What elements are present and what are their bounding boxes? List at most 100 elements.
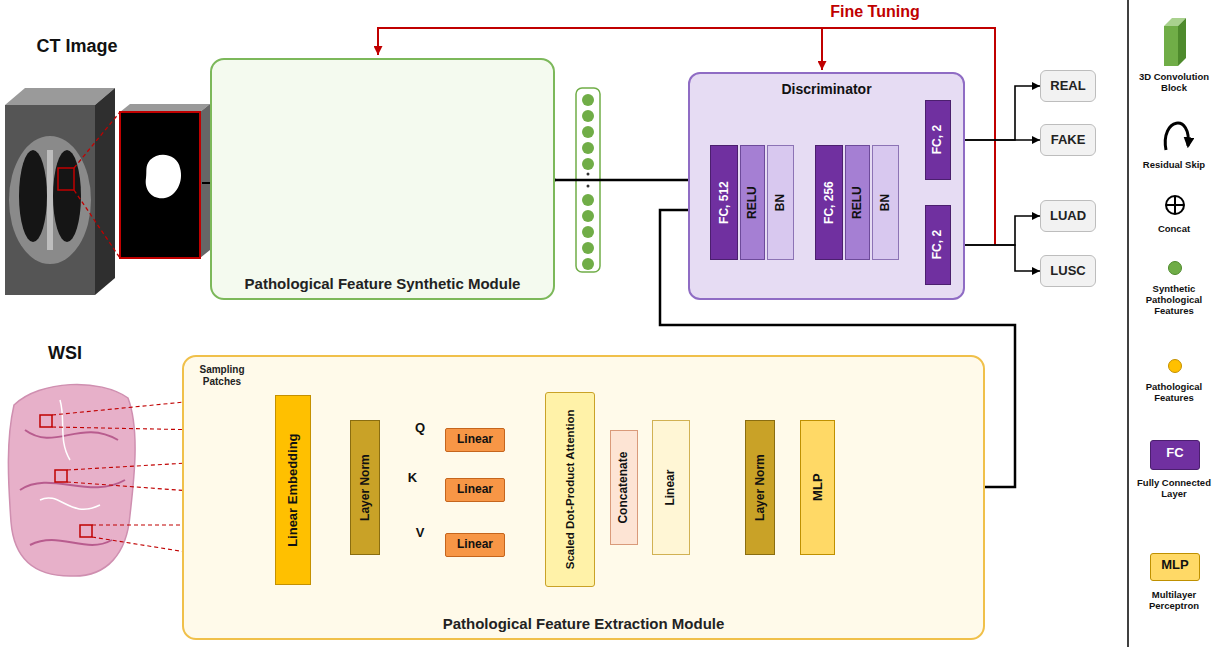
synthetic-feature-vector (582, 258, 594, 270)
image-title: CT Image (22, 36, 132, 57)
legend-conv-icon (1164, 18, 1186, 66)
legend-label: Multilayer Perceptron (1134, 590, 1214, 612)
annotation-label: Fine Tuning (815, 3, 935, 21)
ct-volume (47, 150, 53, 250)
module-title: Pathological Feature Extraction Module (435, 616, 733, 633)
fc-layer: FC, 2 (925, 100, 951, 180)
zoom-leader (74, 190, 120, 258)
node-label: FC, 2 (931, 125, 944, 154)
tumor-crop (120, 104, 210, 258)
node-label: Linear Embedding (286, 433, 300, 546)
synthetic-feature-vector (587, 173, 590, 176)
wsi-slide (40, 498, 100, 509)
node-label: Linear (457, 483, 493, 496)
edge-label: Q (410, 421, 430, 436)
node-label: Linear (664, 469, 677, 505)
wsi-slide (40, 415, 52, 427)
synthetic-feature-vector (587, 185, 590, 188)
ct-volume (95, 88, 115, 295)
norm-layer: Layer Norm (745, 420, 775, 555)
node-label: FC, 256 (822, 181, 835, 224)
output-box: LUAD (1040, 200, 1096, 232)
linear-layer: Linear (445, 428, 505, 452)
edge-label: Q (410, 421, 430, 436)
legend-label: Fully Connected Layer (1134, 478, 1214, 500)
annotation-label: Fine Tuning (815, 3, 935, 21)
node-label: FAKE (1051, 133, 1086, 147)
zoom-leader (74, 112, 120, 168)
legend-glyph: MLP (1150, 558, 1200, 573)
legend-glyph: MLP (1150, 558, 1200, 573)
wsi-slide (55, 470, 67, 482)
legend-divider (1127, 0, 1129, 647)
image-title: WSI (20, 343, 110, 364)
legend-entry: 3D Convolution Block (1134, 72, 1214, 94)
ct-volume (5, 88, 115, 295)
legend-entry: Fully Connected Layer (1134, 478, 1214, 500)
legend-conv-icon (1164, 26, 1178, 66)
ct-volume (58, 168, 74, 190)
tumor-crop (120, 104, 210, 112)
node-label: Linear (457, 538, 493, 551)
linear-layer: Linear (652, 420, 690, 555)
bn-layer: BN (872, 145, 899, 260)
legend-entry: Multilayer Perceptron (1134, 590, 1214, 612)
legend-label: Concat (1134, 224, 1214, 235)
legend-glyph: FC (1150, 446, 1200, 461)
legend-conv-icon (1178, 18, 1186, 66)
node-label: Linear (457, 433, 493, 446)
fc-layer: FC, 2 (925, 205, 951, 285)
tumor-crop (200, 104, 210, 258)
legend-entry: Pathological Features (1134, 382, 1214, 404)
ct-volume (9, 136, 91, 264)
relu-layer: RELU (740, 145, 765, 260)
module-box: Pathological Feature Synthetic Module (210, 58, 555, 300)
node-label: RELU (851, 186, 864, 219)
norm-layer: Layer Norm (350, 420, 380, 555)
bn-layer: BN (767, 145, 794, 260)
mlp-block: MLP (800, 420, 835, 555)
patch-caption: Sampling Patches (190, 364, 254, 387)
synthetic-feature-vector (582, 158, 594, 170)
legend-entry: Synthetic Pathological Features (1134, 284, 1214, 317)
node-label: Layer Norm (753, 454, 766, 521)
legend-swatch (1168, 359, 1182, 373)
output-box: REAL (1040, 70, 1096, 102)
output-box: FAKE (1040, 124, 1096, 156)
image-title: WSI (20, 343, 110, 364)
edge-label: V (410, 526, 430, 541)
edge-label: K (403, 471, 423, 486)
linear-layer: Linear (445, 478, 505, 502)
node-label: LUSC (1050, 264, 1085, 278)
node-label: Layer Norm (358, 454, 371, 521)
concat-layer: Concatenate (610, 430, 638, 545)
legend-label: Residual Skip (1134, 160, 1214, 171)
synthetic-feature-vector (582, 226, 594, 238)
synthetic-feature-vector (582, 242, 594, 254)
node-label: LUAD (1050, 209, 1086, 223)
node-label: BN (774, 194, 787, 211)
wsi-slide (8, 384, 135, 576)
node-label: Scaled Dot-Product Attention (564, 410, 577, 570)
synthetic-feature-vector (582, 110, 594, 122)
legend-label: Pathological Features (1134, 382, 1214, 404)
node-label: FC, 2 (931, 230, 944, 259)
tumor-crop (120, 112, 200, 258)
image-title: CT Image (22, 36, 132, 57)
synthetic-feature-vector (582, 94, 594, 106)
legend-entry: Concat (1134, 224, 1214, 235)
fc-layer: FC, 512 (710, 145, 738, 260)
legend-concat-icon (1166, 196, 1184, 214)
edge-label: K (403, 471, 423, 486)
edge-label: V (410, 526, 430, 541)
fine-tuning-line (821, 28, 823, 70)
legend-label: Synthetic Pathological Features (1134, 284, 1214, 317)
synthetic-feature-vector (582, 126, 594, 138)
legend-label: 3D Convolution Block (1134, 72, 1214, 94)
wsi-slide (30, 540, 112, 545)
legend-swatch (1168, 261, 1182, 275)
ct-volume (19, 150, 47, 242)
fc-layer: FC, 256 (815, 145, 843, 260)
tumor-crop (146, 155, 181, 199)
